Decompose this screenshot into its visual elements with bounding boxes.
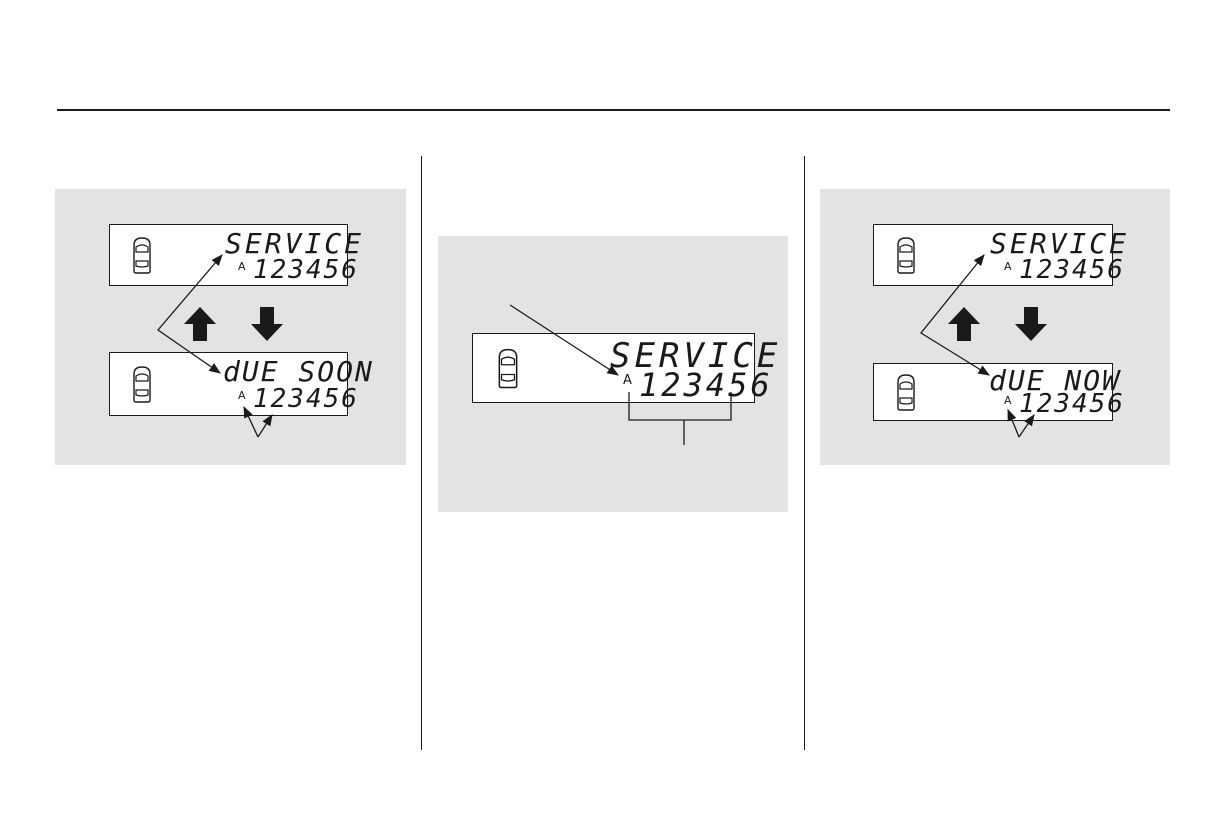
center-illustration-panel: SERVICE A 123456 — [438, 236, 788, 512]
left-top-indicator: A — [238, 261, 246, 272]
arrow-up-icon — [184, 307, 216, 341]
car-icon — [894, 235, 918, 275]
center-indicator: A — [623, 374, 632, 387]
car-icon — [495, 346, 521, 390]
right-bottom-display: dUE NOW A 123456 — [873, 363, 1113, 421]
center-line2: 123456 — [639, 369, 773, 401]
center-display: SERVICE A 123456 — [472, 333, 755, 403]
arrow-up-icon — [948, 307, 980, 341]
right-top-line1: SERVICE — [990, 230, 1129, 258]
arrow-down-icon — [1015, 307, 1047, 341]
right-bottom-line2: 123456 — [1019, 391, 1125, 417]
header-rule — [57, 109, 1170, 111]
right-illustration-panel: SERVICE A 123456 dUE NOW A 123456 — [820, 189, 1170, 465]
car-icon — [894, 372, 918, 412]
left-top-display: SERVICE A 123456 — [109, 224, 348, 286]
right-top-line2: 123456 — [1019, 257, 1125, 283]
car-icon — [130, 235, 154, 275]
left-bottom-line2: 123456 — [253, 386, 359, 412]
column-divider-2 — [804, 156, 805, 750]
left-top-line2: 123456 — [253, 257, 359, 283]
arrow-down-icon — [251, 307, 283, 341]
column-divider-1 — [421, 156, 422, 750]
car-icon — [130, 364, 154, 404]
left-bottom-display: dUE SOON A 123456 — [109, 352, 348, 416]
left-top-line1: SERVICE — [225, 230, 364, 258]
left-bottom-line1: dUE SOON — [223, 358, 374, 386]
right-bottom-indicator: A — [1004, 395, 1012, 406]
left-bottom-indicator: A — [238, 390, 246, 401]
right-top-display: SERVICE A 123456 — [873, 224, 1113, 286]
left-illustration-panel: SERVICE A 123456 dUE SOON A 123456 — [55, 189, 406, 465]
right-top-indicator: A — [1004, 261, 1012, 272]
